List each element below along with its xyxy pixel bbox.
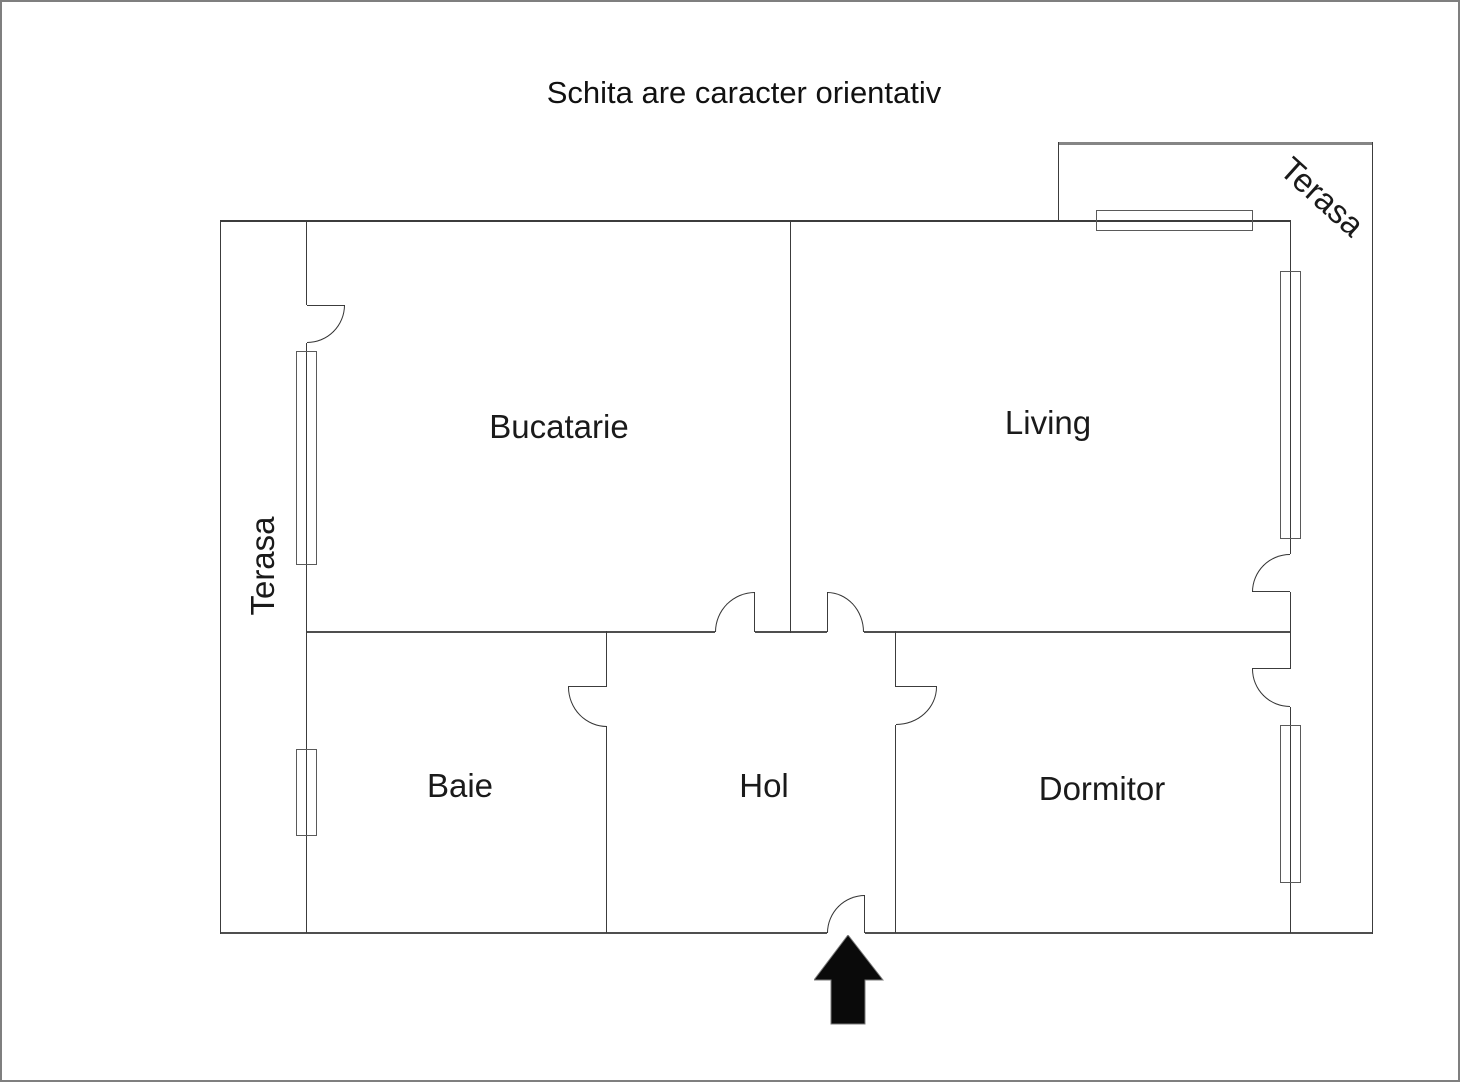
wall-baie-hol-upper — [606, 631, 607, 687]
wall-bottom-right — [865, 932, 1373, 934]
plan-disclaimer-title: Schita are caracter orientativ — [546, 75, 942, 110]
wall-mid-divider-right — [864, 631, 1291, 633]
door-arc-entrance — [827, 895, 865, 933]
wall-hol-dormitor-upper — [895, 631, 896, 687]
wall-mid-divider-center — [755, 631, 827, 633]
wall-right-middle — [1290, 592, 1291, 669]
room-label-bucatarie: Bucatarie — [489, 408, 629, 445]
wall-bucatarie-living — [790, 220, 791, 633]
wall-baie-hol-lower — [606, 727, 607, 933]
terrace-label-left: Terasa — [244, 516, 281, 616]
door-arc-terasa-bucatarie — [307, 305, 345, 343]
wall-terrace-inner-upper — [306, 220, 307, 305]
terrace-left-edge — [1058, 142, 1059, 221]
window-dormitor — [1280, 725, 1301, 883]
terrace-top-edge — [1058, 142, 1373, 145]
terrace-label-top-right: Terasa — [1273, 149, 1372, 244]
room-label-baie: Baie — [426, 767, 494, 804]
door-arc-hol-dormitor — [896, 687, 937, 725]
entrance-arrow-icon — [814, 935, 884, 1025]
door-arc-living-hol — [827, 592, 864, 632]
wall-top — [220, 220, 1291, 222]
door-leaf-dormitor-terasa — [1252, 668, 1290, 669]
window-living-top — [1096, 210, 1253, 231]
window-living-right — [1280, 271, 1301, 539]
wall-outer-left — [220, 220, 221, 934]
wall-hol-dormitor-lower — [895, 725, 896, 933]
door-arc-living-terasa — [1252, 554, 1290, 592]
wall-bottom-left — [220, 932, 827, 934]
terrace-right-edge — [1372, 142, 1373, 934]
door-arc-bucatarie-hol — [715, 592, 755, 632]
window-bucatarie — [296, 351, 317, 565]
wall-right-lower — [1290, 707, 1291, 933]
room-label-dormitor: Dormitor — [1038, 770, 1166, 807]
door-arc-dormitor-terasa — [1252, 669, 1290, 707]
wall-terrace-inner-lower — [306, 343, 307, 933]
window-baie — [296, 749, 317, 836]
room-label-hol: Hol — [739, 767, 789, 804]
room-label-living: Living — [1004, 404, 1092, 441]
door-leaf-hol-baie — [568, 686, 607, 687]
wall-right-upper — [1290, 220, 1291, 554]
wall-mid-divider-left — [307, 631, 715, 633]
door-arc-hol-baie — [568, 687, 607, 727]
